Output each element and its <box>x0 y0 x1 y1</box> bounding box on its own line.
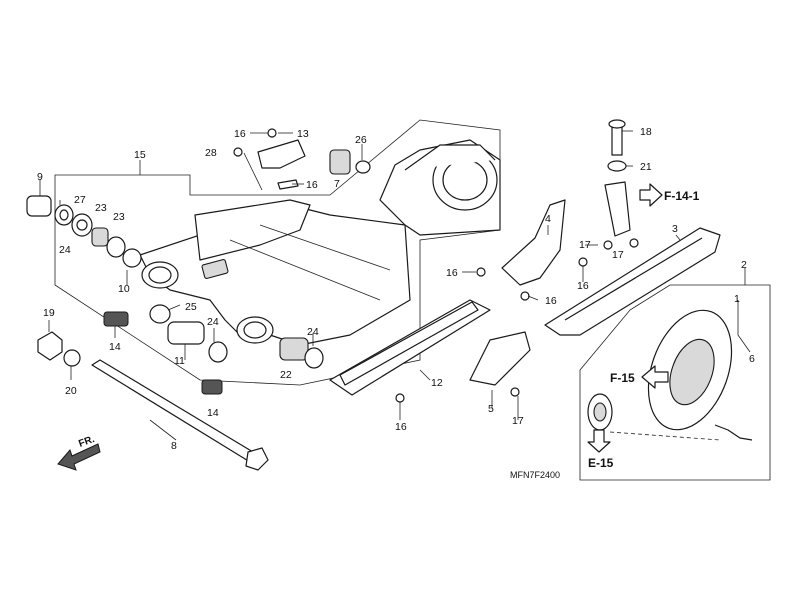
callout-17: 17 <box>612 249 624 261</box>
drive-chain-box <box>579 284 771 481</box>
ref-f15: F-15 <box>610 371 635 385</box>
callout-14: 14 <box>207 407 219 419</box>
callout-26: 26 <box>355 134 367 146</box>
callout-7: 7 <box>334 178 340 190</box>
callouts: 9 15 27 23 23 24 10 25 19 20 14 11 24 14… <box>37 126 755 452</box>
ref-e15: E-15 <box>588 456 614 470</box>
callout-10: 10 <box>118 283 130 295</box>
callout-1: 1 <box>734 293 740 305</box>
callout-16: 16 <box>395 421 407 433</box>
ref-f14-1: F-14-1 <box>664 189 700 203</box>
callout-16: 16 <box>577 280 589 292</box>
callout-17: 17 <box>579 239 591 251</box>
swingarm <box>139 139 501 346</box>
callout-25: 25 <box>185 301 197 313</box>
callout-17: 17 <box>512 415 524 427</box>
diagram-code: MFN7F2400 <box>510 470 560 480</box>
ref-arrow-f15 <box>641 365 669 389</box>
callout-16: 16 <box>234 128 246 140</box>
callout-21: 21 <box>640 161 652 173</box>
callout-6: 6 <box>749 353 755 365</box>
callout-18: 18 <box>640 126 652 138</box>
callout-16: 16 <box>306 179 318 191</box>
bearing-stack <box>26 195 324 395</box>
top-right-hardware <box>603 119 639 250</box>
callout-23: 23 <box>95 202 107 214</box>
callout-16: 16 <box>446 267 458 279</box>
pivot-axle <box>37 331 269 471</box>
callout-15: 15 <box>134 149 146 161</box>
assembly-frame <box>54 119 501 386</box>
chain-slider <box>329 299 491 403</box>
callout-16: 16 <box>545 295 557 307</box>
callout-11: 11 <box>174 355 185 367</box>
callout-2: 2 <box>741 259 747 271</box>
callout-13: 13 <box>297 128 309 140</box>
callout-24: 24 <box>307 326 319 338</box>
front-arrow <box>57 443 101 471</box>
callout-28: 28 <box>205 147 217 159</box>
callout-5: 5 <box>488 403 494 415</box>
callout-24: 24 <box>59 244 71 256</box>
callout-24: 24 <box>207 316 219 328</box>
leader-lines <box>39 130 751 441</box>
callout-27: 27 <box>74 194 86 206</box>
chain-case <box>544 227 721 336</box>
callout-12: 12 <box>431 377 443 389</box>
front-label: FR. <box>77 434 96 450</box>
chain-guard <box>469 331 531 397</box>
callout-8: 8 <box>171 440 177 452</box>
callout-20: 20 <box>65 385 77 397</box>
top-brackets <box>233 128 371 190</box>
callout-23: 23 <box>113 211 125 223</box>
callout-4: 4 <box>545 213 551 225</box>
bracket-4 <box>476 199 588 301</box>
callout-3: 3 <box>672 223 678 235</box>
callout-14: 14 <box>109 341 121 353</box>
ref-arrow-f14-1 <box>639 183 663 207</box>
callout-9: 9 <box>37 171 43 183</box>
ref-arrow-e15 <box>587 429 611 453</box>
callout-22: 22 <box>280 369 292 381</box>
callout-19: 19 <box>43 307 55 319</box>
